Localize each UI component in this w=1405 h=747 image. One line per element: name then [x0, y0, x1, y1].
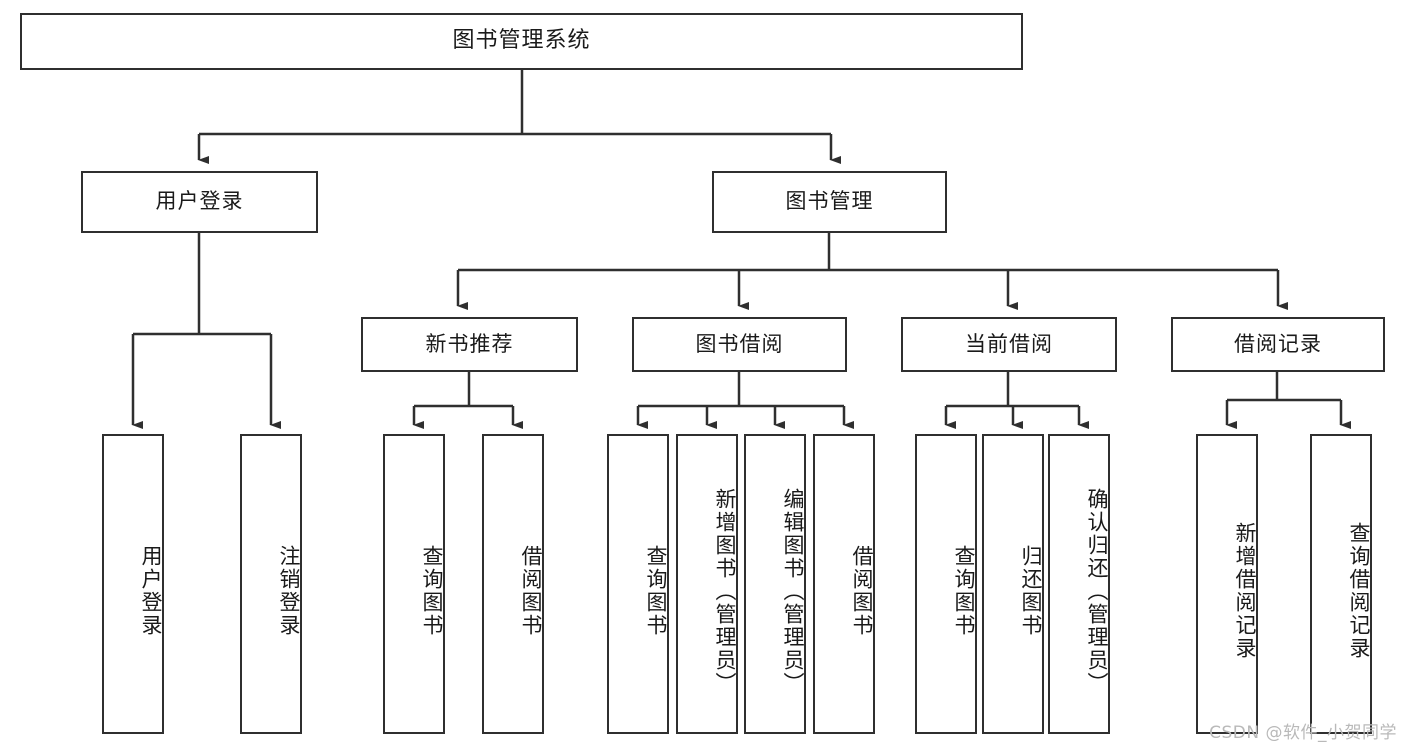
node-book-borrow[interactable]: 图书借阅	[632, 317, 847, 372]
node-label: 借阅图书	[519, 545, 543, 637]
node-label: 新书推荐	[425, 331, 514, 356]
node-label: 查询借阅记录	[1347, 522, 1371, 660]
node-label: 注销登录	[277, 545, 301, 637]
leaf-borrow-query-book[interactable]: 查询图书	[607, 434, 669, 734]
leaf-borrow-borrow-book[interactable]: 借阅图书	[813, 434, 875, 734]
node-label: 查询图书	[420, 545, 444, 637]
node-label: 图书借阅	[695, 331, 784, 356]
node-label: 当前借阅	[965, 331, 1053, 356]
leaf-borrow-add-book[interactable]: 新增图书（管理员）	[676, 434, 738, 734]
node-label: 用户登录	[139, 545, 163, 637]
leaf-current-return-book[interactable]: 归还图书	[982, 434, 1044, 734]
node-label: 编辑图书（管理员）	[781, 487, 805, 695]
node-label: 图书管理系统	[452, 28, 591, 54]
node-label: 新增图书（管理员）	[713, 487, 737, 695]
node-borrow-record[interactable]: 借阅记录	[1171, 317, 1385, 372]
node-book-management[interactable]: 图书管理	[712, 171, 947, 233]
node-new-book-recommend[interactable]: 新书推荐	[361, 317, 578, 372]
node-label: 图书管理	[785, 189, 874, 214]
leaf-current-confirm-return[interactable]: 确认归还（管理员）	[1048, 434, 1110, 734]
node-label: 查询图书	[644, 545, 668, 637]
node-label: 新增借阅记录	[1233, 522, 1257, 660]
watermark: CSDN @软件_小贺同学	[1209, 723, 1397, 743]
node-label: 用户登录	[155, 189, 244, 214]
leaf-user-login-login[interactable]: 用户登录	[102, 434, 164, 734]
leaf-new-book-query[interactable]: 查询图书	[383, 434, 445, 734]
node-current-borrow[interactable]: 当前借阅	[901, 317, 1117, 372]
node-user-login[interactable]: 用户登录	[81, 171, 318, 233]
node-label: 借阅图书	[850, 545, 874, 637]
node-label: 归还图书	[1019, 545, 1043, 637]
leaf-user-login-logout[interactable]: 注销登录	[240, 434, 302, 734]
node-root-system[interactable]: 图书管理系统	[20, 13, 1023, 70]
leaf-record-query[interactable]: 查询借阅记录	[1310, 434, 1372, 734]
leaf-record-add[interactable]: 新增借阅记录	[1196, 434, 1258, 734]
leaf-current-query-book[interactable]: 查询图书	[915, 434, 977, 734]
node-label: 确认归还（管理员）	[1085, 487, 1109, 695]
leaf-new-book-borrow[interactable]: 借阅图书	[482, 434, 544, 734]
node-label: 借阅记录	[1234, 331, 1322, 356]
node-label: 查询图书	[952, 545, 976, 637]
leaf-borrow-edit-book[interactable]: 编辑图书（管理员）	[744, 434, 806, 734]
